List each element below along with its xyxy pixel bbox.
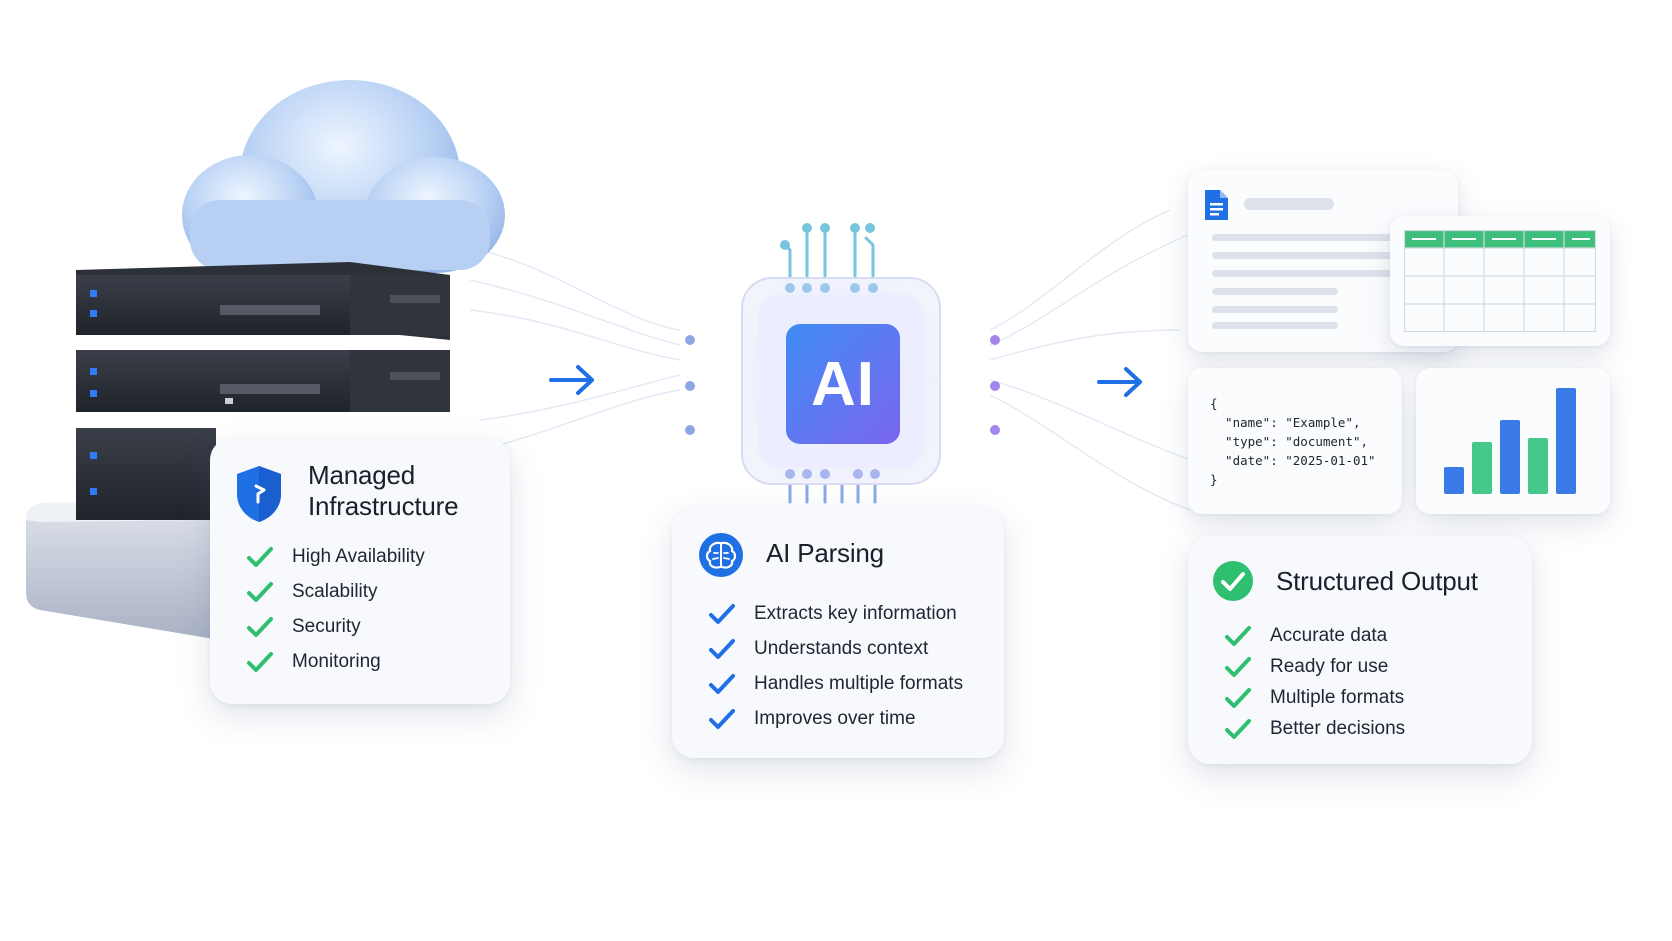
ai-parsing-card: AI Parsing Extracts key information Unde…	[672, 508, 1004, 758]
list-item: Improves over time	[708, 705, 963, 740]
feature-label: Security	[292, 616, 361, 637]
json-sample: { "name": "Example", "type": "document",…	[1210, 396, 1376, 487]
feature-label: Handles multiple formats	[754, 673, 964, 694]
spreadsheet-preview	[1390, 216, 1610, 346]
structured-output-title: Structured Output	[1276, 566, 1478, 596]
doc-text-line	[1212, 288, 1338, 295]
checkmark-icon	[709, 604, 735, 624]
feature-label: High Availability	[292, 546, 425, 567]
list-item: Monitoring	[246, 648, 425, 683]
bar-chart-icon	[1444, 388, 1576, 494]
checkmark-icon	[247, 547, 273, 567]
checkmark-icon	[247, 617, 273, 637]
check-circle-icon	[1213, 561, 1253, 601]
feature-label: Better decisions	[1270, 718, 1406, 739]
checkmark-icon	[247, 652, 273, 672]
checkmark-icon	[709, 639, 735, 659]
list-item: Security	[246, 613, 425, 648]
list-item: Understands context	[708, 635, 963, 670]
list-item: Extracts key information	[708, 600, 963, 635]
checkmark-icon	[1225, 719, 1251, 739]
spreadsheet-grid	[1404, 230, 1596, 332]
arrow-right-icon	[1097, 367, 1142, 397]
feature-label: Multiple formats	[1270, 687, 1405, 708]
checkmark-icon	[709, 709, 735, 729]
list-item: High Availability	[246, 543, 425, 578]
brain-icon	[699, 533, 743, 577]
list-item: Scalability	[246, 578, 425, 613]
server-units	[76, 262, 450, 520]
feature-label: Improves over time	[754, 708, 916, 729]
list-item: Accurate data	[1224, 622, 1405, 653]
ai-parsing-title: AI Parsing	[766, 538, 884, 568]
list-item: Ready for use	[1224, 653, 1405, 684]
doc-text-line	[1212, 252, 1408, 259]
feature-label: Scalability	[292, 581, 378, 602]
doc-text-line	[1212, 306, 1338, 313]
arrow-right-icon	[549, 365, 594, 395]
checkmark-icon	[1225, 626, 1251, 646]
document-icon	[1205, 190, 1228, 220]
checkmark-icon	[1225, 688, 1251, 708]
ai-chip-label: AI	[811, 349, 875, 419]
doc-text-line	[1212, 322, 1338, 329]
ai-parsing-features: Extracts key information Understands con…	[708, 600, 963, 740]
feature-label: Accurate data	[1270, 625, 1388, 646]
structured-output-features: Accurate data Ready for use Multiple for…	[1224, 622, 1405, 746]
checkmark-icon	[709, 674, 735, 694]
json-preview: { "name": "Example", "type": "document",…	[1188, 368, 1402, 514]
structured-output-card: Structured Output Accurate data Ready fo…	[1188, 536, 1532, 764]
infrastructure-title: Managed Infrastructure	[308, 460, 459, 521]
feature-label: Monitoring	[292, 651, 381, 672]
list-item: Handles multiple formats	[708, 670, 963, 705]
bar-chart-preview	[1416, 368, 1610, 514]
shield-icon	[237, 466, 281, 522]
feature-label: Ready for use	[1270, 656, 1389, 677]
checkmark-icon	[247, 582, 273, 602]
infrastructure-features: High Availability Scalability Security M…	[246, 543, 425, 683]
list-item: Multiple formats	[1224, 684, 1405, 715]
doc-heading-line	[1244, 198, 1334, 210]
checkmark-icon	[1225, 657, 1251, 677]
infrastructure-card: Managed Infrastructure High Availability…	[210, 438, 510, 704]
list-item: Better decisions	[1224, 715, 1405, 746]
feature-label: Understands context	[754, 638, 929, 659]
doc-text-line	[1212, 234, 1408, 241]
feature-label: Extracts key information	[754, 603, 957, 624]
doc-text-line	[1212, 270, 1408, 277]
cloud-icon	[182, 80, 505, 275]
